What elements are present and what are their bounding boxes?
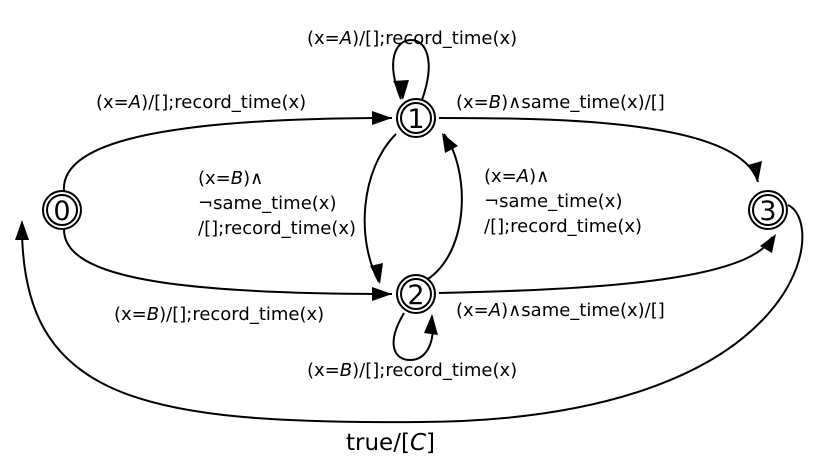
svg-text:1: 1 — [407, 104, 424, 135]
label-3-to-0: true/[C] — [346, 430, 435, 456]
label-self-2: (x=B)/[];record_time(x) — [307, 360, 517, 381]
svg-text:/[];record_time(x): /[];record_time(x) — [484, 216, 642, 237]
edge-3-to-0 — [20, 204, 804, 424]
arrowhead-self-2 — [424, 314, 438, 335]
svg-text:(x=A)∧: (x=A)∧ — [484, 166, 549, 187]
state-2: 2 — [396, 274, 436, 314]
svg-text:0: 0 — [53, 196, 70, 227]
arrowhead-0-to-1 — [372, 111, 392, 125]
edge-self-2 — [392, 312, 434, 362]
label-2-to-3: (x=A)∧same_time(x)/[] — [456, 300, 665, 321]
edge-2-to-3 — [438, 236, 773, 294]
state-1: 1 — [396, 98, 436, 138]
edge-2-to-1 — [427, 133, 463, 280]
arrowhead-1-to-3 — [748, 161, 762, 182]
svg-text:(x=B)∧: (x=B)∧ — [198, 168, 263, 189]
label-self-1: (x=A)/[];record_time(x) — [307, 28, 517, 49]
svg-text:¬same_time(x): ¬same_time(x) — [198, 193, 336, 214]
arrowhead-0-to-2 — [372, 287, 392, 301]
arrowhead-3-to-0 — [15, 220, 29, 240]
svg-text:3: 3 — [759, 196, 776, 227]
arrowhead-self-1 — [393, 80, 409, 100]
label-1-to-3: (x=B)∧same_time(x)/[] — [456, 92, 665, 113]
svg-text:¬same_time(x): ¬same_time(x) — [484, 191, 622, 212]
arrowhead-2-to-3 — [760, 234, 776, 253]
state-3: 3 — [748, 190, 788, 230]
label-0-to-2: (x=B)/[];record_time(x) — [114, 304, 324, 325]
arrowhead-1-to-2 — [370, 263, 383, 284]
edge-1-to-2 — [363, 133, 397, 283]
label-0-to-1: (x=A)/[];record_time(x) — [96, 92, 306, 113]
edge-1-to-3 — [438, 117, 759, 183]
state-0: 0 — [42, 190, 82, 230]
edge-0-to-2 — [62, 227, 393, 295]
label-2-to-1: (x=A)∧ ¬same_time(x) /[];record_time(x) — [484, 166, 642, 237]
svg-text:/[];record_time(x): /[];record_time(x) — [198, 218, 356, 239]
svg-text:2: 2 — [407, 280, 424, 311]
edge-0-to-1 — [62, 117, 393, 193]
label-1-to-2: (x=B)∧ ¬same_time(x) /[];record_time(x) — [198, 168, 356, 239]
edge-self-1 — [392, 38, 430, 101]
arrowhead-2-to-1 — [442, 133, 458, 153]
